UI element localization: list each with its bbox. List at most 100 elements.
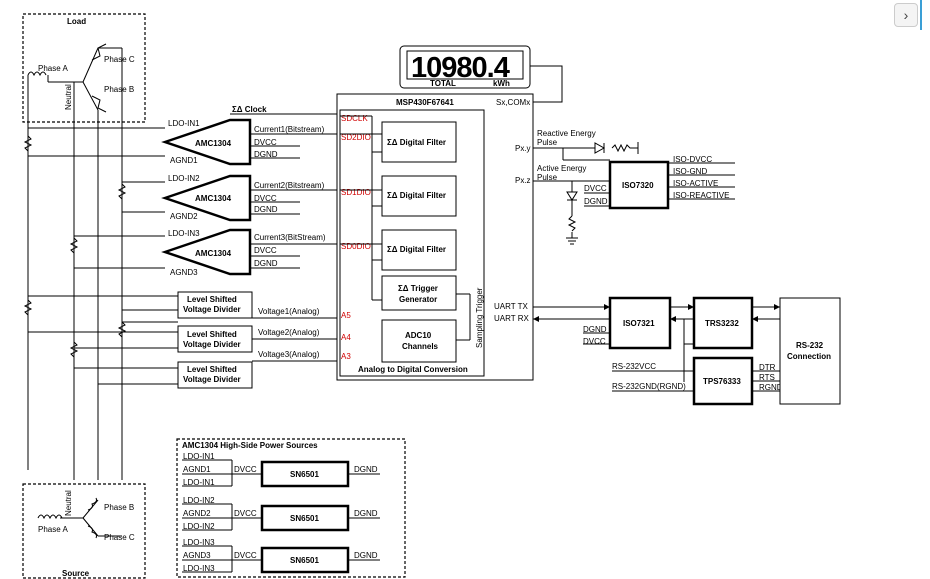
sn1-dvcc-label: DVCC xyxy=(234,465,257,474)
amc2-ldo-label: LDO-IN2 xyxy=(168,174,200,183)
filter3-label: ΣΔ Digital Filter xyxy=(387,245,446,254)
amc-channel-3 xyxy=(74,228,340,276)
sampling-trigger-label: Sampling Trigger xyxy=(475,287,484,348)
sn2-dvcc-label: DVCC xyxy=(234,509,257,518)
iso-gnd-label: ISO-GND xyxy=(673,167,707,176)
divider3-line2: Voltage Divider xyxy=(183,375,241,384)
rs232-gnd-label: RS-232GND(RGND) xyxy=(612,382,686,391)
amc1-dvcc-label: DVCC xyxy=(254,138,277,147)
display-bus-wire xyxy=(530,65,563,103)
amc1304-3 xyxy=(161,228,252,276)
amc1-agnd-label: AGND1 xyxy=(170,156,198,165)
pin-a3: A3 xyxy=(341,352,351,361)
sn1-name: SN6501 xyxy=(290,470,319,479)
meter-total-label: TOTAL xyxy=(430,79,456,88)
shunt-resistor-3 xyxy=(69,237,79,254)
sn1-ldo-b-label: LDO-IN1 xyxy=(183,478,215,487)
digital-filter-1 xyxy=(381,121,457,163)
adc-subsystem-title: Analog to Digital Conversion xyxy=(358,365,468,374)
pin-sd2dio: SD2DIO xyxy=(341,133,371,142)
rts-label: RTS xyxy=(759,373,775,382)
amc1-current-label: Current1(Bitstream) xyxy=(254,125,325,134)
sn2-name: SN6501 xyxy=(290,514,319,523)
iso7321-block xyxy=(608,296,672,350)
tps76333-name: TPS76333 xyxy=(703,377,741,386)
power-sources-title: AMC1304 High-Side Power Sources xyxy=(182,441,318,450)
pin-sd0dio: SD0DIO xyxy=(341,242,371,251)
shunt-resistor-2 xyxy=(117,183,127,200)
iso-reactive-label: ISO-REACTIVE xyxy=(673,191,729,200)
amc2-dvcc-label: DVCC xyxy=(254,194,277,203)
pulse-led-circuits xyxy=(533,142,639,245)
divider1-line2: Voltage Divider xyxy=(183,305,241,314)
pin-pxy-label: Px.y xyxy=(515,144,531,153)
divider-resistor-1 xyxy=(23,299,33,316)
pin-sd1dio: SD1DIO xyxy=(341,188,371,197)
uart-tx-label: UART TX xyxy=(494,302,528,311)
voltage-divider-3 xyxy=(177,361,253,389)
meter-reading: 10980.4 xyxy=(411,52,510,84)
amc1-dgnd-label: DGND xyxy=(254,150,278,159)
uart-rx-label: UART RX xyxy=(494,314,529,323)
source-phase-a-label: Phase A xyxy=(38,525,68,534)
source-wye xyxy=(37,497,122,539)
pin-a5: A5 xyxy=(341,311,351,320)
mcu-internal-wiring xyxy=(340,115,471,341)
source-title: Source xyxy=(62,569,90,578)
voltage-divider-1 xyxy=(177,291,253,319)
sn1-ldo-a-label: LDO-IN1 xyxy=(183,452,215,461)
amc-channel-1 xyxy=(28,113,340,166)
divider-resistor-3 xyxy=(69,341,79,358)
amc-channel-2 xyxy=(122,174,340,222)
scroll-edge-indicator xyxy=(920,0,930,30)
amc1-ldo-label: LDO-IN1 xyxy=(168,119,200,128)
trs3232-name: TRS3232 xyxy=(705,319,739,328)
reactive-pulse-line1: Reactive Energy xyxy=(537,129,596,138)
rgnd-label: RGND xyxy=(759,383,783,392)
voltage3-label: Voltage3(Analog) xyxy=(258,350,320,359)
digital-filter-2 xyxy=(381,175,457,217)
iso7320-block xyxy=(608,160,670,210)
uart-wiring xyxy=(533,304,780,392)
adc10-channels xyxy=(381,319,457,363)
amc3-current-label: Current3(BitStream) xyxy=(254,233,326,242)
voltage2-label: Voltage2(Analog) xyxy=(258,328,320,337)
iso7320-dgnd-label: DGND xyxy=(584,197,608,206)
amc3-agnd-label: AGND3 xyxy=(170,268,198,277)
sn2-dgnd-label: DGND xyxy=(354,509,378,518)
sn1-dgnd-label: DGND xyxy=(354,465,378,474)
trigger-line1: ΣΔ Trigger xyxy=(398,284,438,293)
chevron-right-icon: › xyxy=(903,7,909,23)
amc2-name: AMC1304 xyxy=(195,194,232,203)
iso7321-name: ISO7321 xyxy=(623,319,655,328)
divider2-line2: Voltage Divider xyxy=(183,340,241,349)
meter-kwh-label: kWh xyxy=(493,79,510,88)
filter2-label: ΣΔ Digital Filter xyxy=(387,191,446,200)
iso7320-dvcc-label: DVCC xyxy=(584,184,607,193)
next-arrow-button[interactable]: › xyxy=(894,3,918,27)
adc10-line1: ADC10 xyxy=(405,331,432,340)
sn3-agnd-label: AGND3 xyxy=(183,551,211,560)
iso-active-label: ISO-ACTIVE xyxy=(673,179,718,188)
shunt-resistor-1 xyxy=(23,135,33,152)
source-phase-b-label: Phase B xyxy=(104,503,134,512)
load-wye xyxy=(27,43,123,480)
divider1-line1: Level Shifted xyxy=(187,295,237,304)
trigger-generator xyxy=(381,275,457,311)
rs232-connection xyxy=(779,297,841,405)
active-pulse-line1: Active Energy xyxy=(537,164,586,173)
pin-sdclk: SDCLK xyxy=(341,114,368,123)
amc1-name: AMC1304 xyxy=(195,139,232,148)
sn3-name: SN6501 xyxy=(290,556,319,565)
sn6501-unit-2 xyxy=(182,503,380,532)
voltage-divider-2 xyxy=(177,325,253,353)
iso7321-dgnd-label: DGND xyxy=(583,325,607,334)
iso7320-name: ISO7320 xyxy=(622,181,654,190)
load-title: Load xyxy=(67,17,86,26)
power-sources-group xyxy=(176,438,406,578)
load-phase-c-label: Phase C xyxy=(104,55,135,64)
divider2-line1: Level Shifted xyxy=(187,330,237,339)
sn2-agnd-label: AGND2 xyxy=(183,509,211,518)
amc2-agnd-label: AGND2 xyxy=(170,212,198,221)
